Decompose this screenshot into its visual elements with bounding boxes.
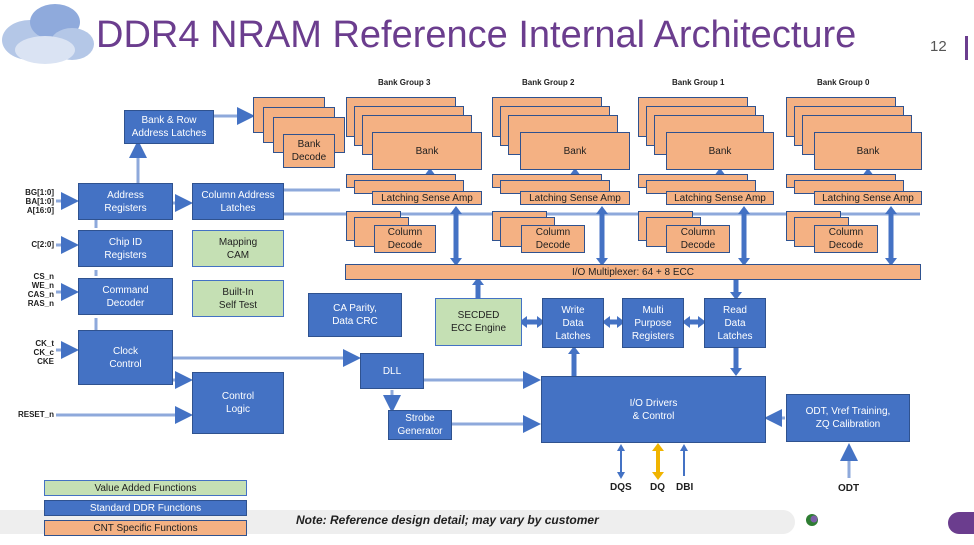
column-decode-2: Column Decode (521, 225, 585, 253)
bank-row-address-latches: Bank & Row Address Latches (124, 110, 214, 144)
column-address-latches: Column Address Latches (192, 183, 284, 220)
cmd-signals-label: CS_n WE_n CAS_n RAS_n (27, 272, 54, 308)
chip-signal-label: C[2:0] (31, 240, 54, 249)
reference-note: Note: Reference design detail; may vary … (296, 513, 599, 527)
io-multiplexer: I/O Multiplexer: 64 + 8 ECC (345, 264, 921, 280)
address-registers: Address Registers (78, 183, 173, 220)
io-drivers-control: I/O Drivers & Control (541, 376, 766, 443)
legend-standard: Standard DDR Functions (44, 500, 247, 516)
dq-pin-label: DQ (650, 482, 665, 493)
column-decode-1: Column Decode (666, 225, 730, 253)
bank-group-0-label: Bank Group 0 (817, 78, 870, 87)
read-data-latches: Read Data Latches (704, 298, 766, 348)
latching-sense-amp-0: Latching Sense Amp (814, 191, 922, 205)
latching-sense-amp-1: Latching Sense Amp (666, 191, 774, 205)
company-logo-icon (806, 514, 818, 526)
reset-signal-label: RESET_n (17, 410, 54, 419)
mapping-cam: Mapping CAM (192, 230, 284, 267)
legend-cnt-specific: CNT Specific Functions (44, 520, 247, 536)
chip-id-registers: Chip ID Registers (78, 230, 173, 267)
command-decoder: Command Decoder (78, 278, 173, 315)
dqs-pin-label: DQS (610, 482, 632, 493)
dbi-pin-label: DBI (676, 482, 694, 493)
strobe-generator: Strobe Generator (388, 410, 452, 440)
ca-parity-data-crc: CA Parity, Data CRC (308, 293, 402, 337)
bank-group-3-label: Bank Group 3 (378, 78, 431, 87)
secded-ecc-engine: SECDED ECC Engine (435, 298, 522, 346)
odt-vref-zq-calibration: ODT, Vref Training, ZQ Calibration (786, 394, 910, 442)
latching-sense-amp-2: Latching Sense Amp (520, 191, 630, 205)
column-decode-0: Column Decode (814, 225, 878, 253)
multi-purpose-registers: Multi Purpose Registers (622, 298, 684, 348)
bank-decode: Bank Decode (283, 134, 335, 168)
slide-title: DDR4 NRAM Reference Internal Architectur… (96, 14, 857, 56)
legend-value-added: Value Added Functions (44, 480, 247, 496)
addr-signals-label: BG[1:0] BA[1:0] A[16:0] (25, 188, 54, 215)
bank-group-2-label: Bank Group 2 (522, 78, 575, 87)
bank-2: Bank (520, 132, 630, 170)
latching-sense-amp-3: Latching Sense Amp (372, 191, 482, 205)
column-decode-3: Column Decode (374, 225, 436, 253)
odt-pin-label: ODT (838, 483, 860, 494)
page-accent-bar (965, 36, 968, 60)
bank-3: Bank (372, 132, 482, 170)
clk-signals-label: CK_t CK_c CKE (33, 339, 54, 366)
corner-accent (948, 512, 974, 534)
bank-group-1-label: Bank Group 1 (672, 78, 725, 87)
clock-control: Clock Control (78, 330, 173, 385)
built-in-self-test: Built-In Self Test (192, 280, 284, 317)
bank-1: Bank (666, 132, 774, 170)
bank-0: Bank (814, 132, 922, 170)
write-data-latches: Write Data Latches (542, 298, 604, 348)
control-logic: Control Logic (192, 372, 284, 434)
dll: DLL (360, 353, 424, 389)
page-number: 12 (930, 38, 947, 55)
cloud-logo-icon (2, 4, 94, 64)
